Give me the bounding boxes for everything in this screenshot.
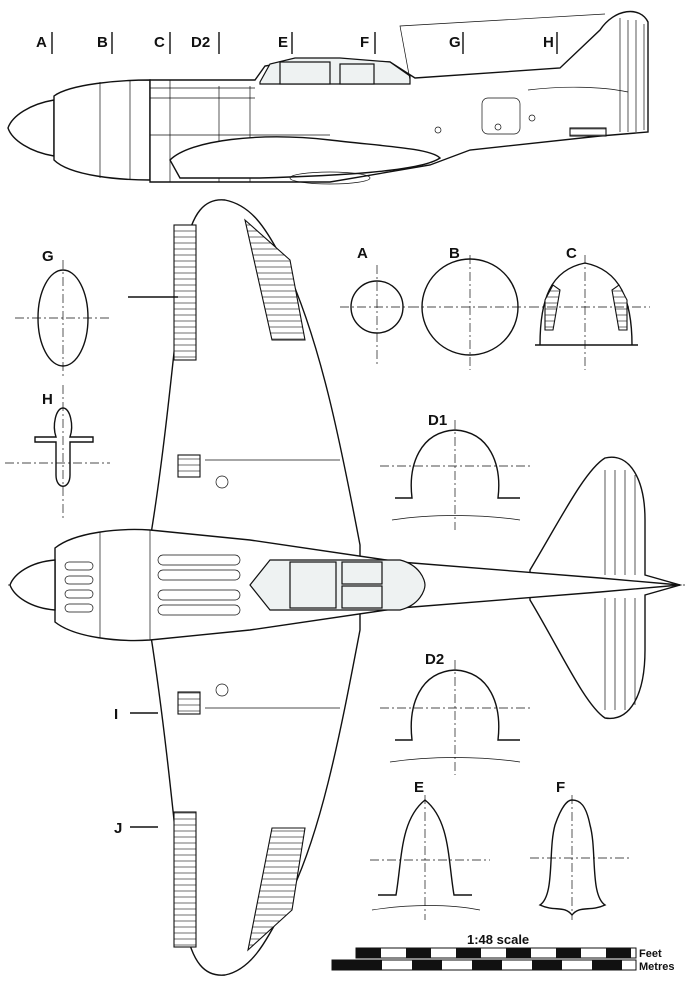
side-canopy — [259, 57, 411, 85]
section-label-b: B — [449, 245, 460, 262]
section-label-d2: D2 — [425, 651, 444, 668]
station-label-g: G — [449, 34, 461, 51]
station-labels: A B C D2 E F G H — [36, 32, 558, 54]
plan-view — [8, 199, 686, 976]
station-label-a: A — [36, 34, 47, 51]
side-cowling — [53, 79, 151, 181]
section-label-a: A — [357, 245, 368, 262]
side-wing-fairing — [169, 136, 442, 179]
station-label-b: B — [97, 34, 108, 51]
side-tail — [527, 18, 645, 137]
plan-spinner — [9, 559, 56, 611]
side-spinner — [7, 99, 55, 157]
scale-bar: 1:48 scale Feet Metres — [331, 932, 674, 973]
plan-engine-panels — [157, 554, 241, 616]
plan-exhausts — [64, 561, 94, 613]
wing-station-labels: I J — [114, 706, 158, 837]
station-label-e: E — [278, 34, 288, 51]
section-label-f: F — [556, 779, 565, 796]
station-label-c: C — [154, 34, 165, 51]
side-view: A B C D2 E F G H — [7, 10, 649, 185]
section-label-d1: D1 — [428, 412, 447, 429]
scale-title: 1:48 scale — [467, 932, 529, 947]
section-label-e: E — [414, 779, 424, 796]
wing-label-j: J — [114, 820, 122, 837]
station-label-h: H — [543, 34, 554, 51]
scale-feet-label: Feet — [639, 948, 662, 960]
scale-metres-label: Metres — [639, 961, 674, 973]
plan-canopy — [249, 559, 426, 611]
wing-label-i: I — [114, 706, 118, 723]
section-label-h: H — [42, 391, 53, 408]
section-label-g: G — [42, 248, 54, 265]
cross-sections: G H A B C D1 D2 — [5, 245, 650, 920]
station-label-f: F — [360, 34, 369, 51]
section-label-c: C — [566, 245, 577, 262]
station-label-d2: D2 — [191, 34, 210, 51]
